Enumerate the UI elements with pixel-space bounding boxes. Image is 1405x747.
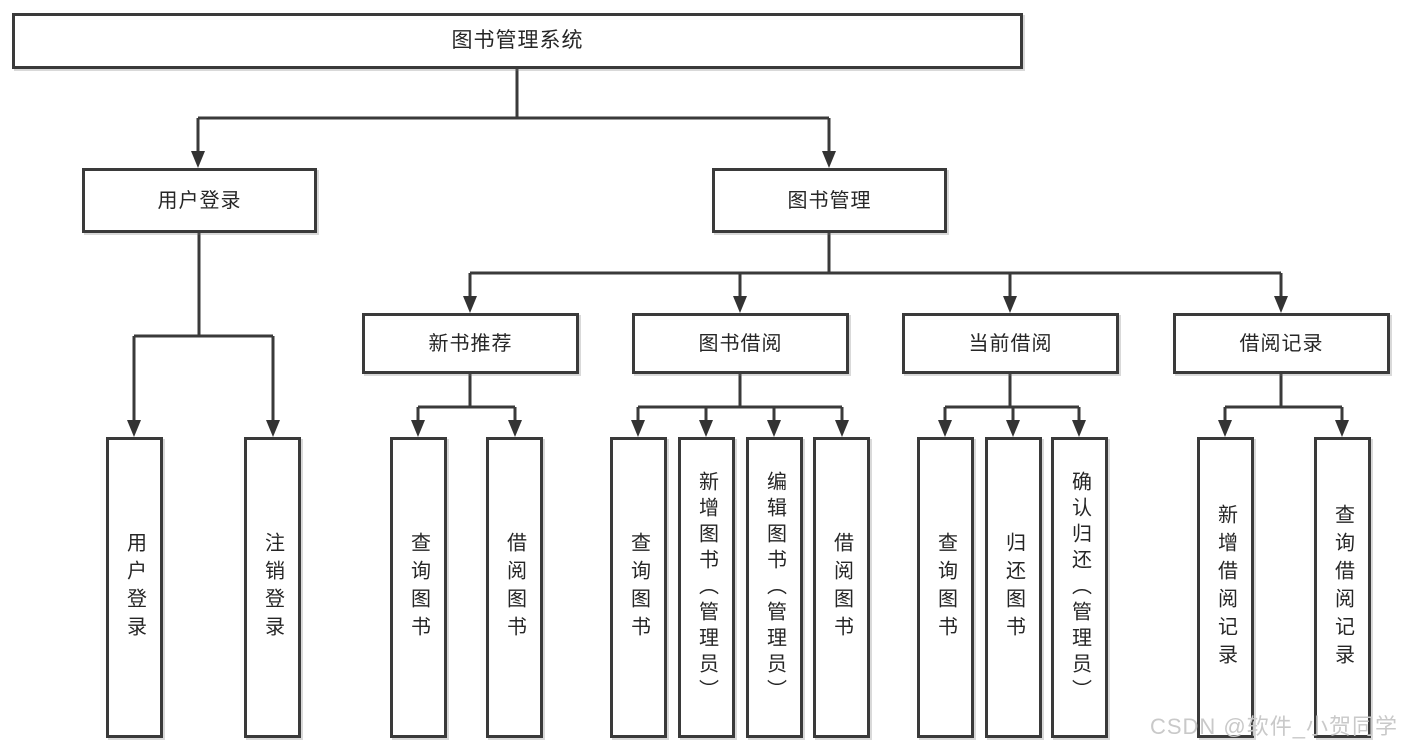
arrowhead <box>699 420 713 437</box>
node-confirm-return-admin: 确认归还（管理员） <box>1051 437 1108 738</box>
arrowhead <box>1072 420 1086 437</box>
arrowhead <box>733 296 747 313</box>
node-edit-book-admin: 编辑图书（管理员） <box>746 437 803 738</box>
arrowhead <box>822 151 836 168</box>
node-add-borrow-record: 新增借阅记录 <box>1197 437 1254 738</box>
connector-root-to-level2 <box>196 68 831 153</box>
arrowhead <box>266 420 280 437</box>
arrowhead <box>767 420 781 437</box>
connector-current-borrow-branch <box>943 374 1081 422</box>
node-book-borrowing: 图书借阅 <box>632 313 849 374</box>
arrowhead <box>1003 296 1017 313</box>
connector-user-login-branch <box>132 232 275 422</box>
arrowhead <box>508 420 522 437</box>
node-book-management: 图书管理 <box>712 168 947 233</box>
node-query-borrow-record: 查询借阅记录 <box>1314 437 1371 738</box>
arrowhead <box>463 296 477 313</box>
arrowhead <box>191 151 205 168</box>
csdn-watermark: CSDN @软件_小贺同学 <box>1149 714 1398 739</box>
arrowhead <box>411 420 425 437</box>
arrowhead <box>1006 420 1020 437</box>
arrowhead <box>1335 420 1349 437</box>
node-logout: 注销登录 <box>244 437 301 738</box>
arrowhead <box>631 420 645 437</box>
node-current-borrowing: 当前借阅 <box>902 313 1119 374</box>
node-borrowing-records: 借阅记录 <box>1173 313 1390 374</box>
node-return-book: 归还图书 <box>985 437 1042 738</box>
arrowhead <box>127 420 141 437</box>
arrowhead <box>1274 296 1288 313</box>
node-borrow-books: 借阅图书 <box>813 437 870 738</box>
node-add-book-admin: 新增图书（管理员） <box>678 437 735 738</box>
connector-book-management-branch <box>468 232 1283 298</box>
connector-book-borrow-branch <box>636 374 844 422</box>
node-new-book-recommendation: 新书推荐 <box>362 313 579 374</box>
node-query-books-recommend: 查询图书 <box>390 437 447 738</box>
arrowhead <box>1218 420 1232 437</box>
connector-new-book-branch <box>416 374 517 422</box>
node-query-books-borrow: 查询图书 <box>610 437 667 738</box>
node-user-login: 用户登录 <box>82 168 317 233</box>
node-user-login-action: 用户登录 <box>106 437 163 738</box>
node-borrow-books-recommend: 借阅图书 <box>486 437 543 738</box>
node-query-books-current: 查询图书 <box>917 437 974 738</box>
connector-borrow-records-branch <box>1223 374 1344 422</box>
arrowhead <box>938 420 952 437</box>
node-root: 图书管理系统 <box>12 13 1023 69</box>
arrowhead <box>835 420 849 437</box>
